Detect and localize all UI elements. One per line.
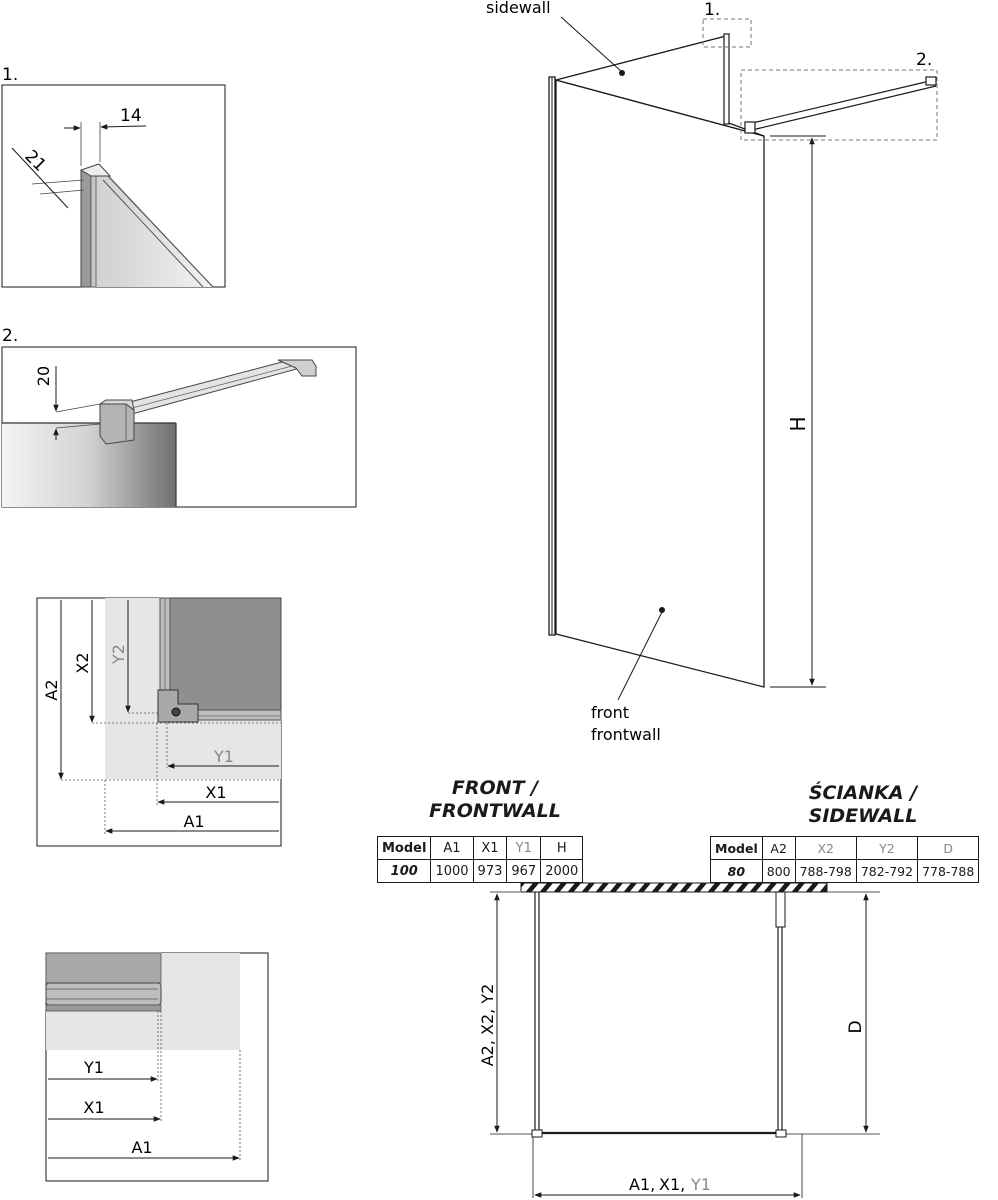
side-table-row: 80 800 788-798 782-792 778-788	[710, 859, 980, 883]
detail-1: 1. 14 21	[1, 65, 226, 288]
front-td-h: 2000	[540, 859, 584, 883]
side-title-line1: ŚCIANKA /	[808, 782, 918, 804]
front-th-model: Model	[376, 836, 432, 860]
side-td-a2: 800	[761, 859, 796, 883]
plan-width-x1: X1,	[659, 1175, 685, 1194]
callout-box-2	[740, 69, 938, 141]
side-table-header-row: Model A2 X2 Y2 D	[710, 836, 980, 860]
callout-1-label: 1.	[704, 0, 720, 20]
sidewall-label: sidewall	[486, 0, 551, 17]
side-table-title: ŚCIANKA / SIDEWALL	[768, 782, 958, 828]
side-td-d: 778-788	[917, 859, 980, 883]
frontwall-panel	[555, 79, 765, 688]
corner-a1: A1	[183, 812, 204, 831]
main-view: sidewall front frontwall 1. 2. H	[486, 0, 938, 744]
front-td-a1: 1000	[430, 859, 474, 883]
bottom-y1: Y1	[83, 1058, 104, 1077]
bottom-detail: Y1 X1 A1	[45, 952, 269, 1182]
front-table-title: FRONT / FRONTWALL	[400, 777, 590, 823]
front-td-y1: 967	[506, 859, 542, 883]
bottom-a1: A1	[131, 1138, 152, 1157]
front-th-a1: A1	[430, 836, 474, 860]
callout-2-label: 2.	[916, 50, 932, 70]
front-th-h: H	[540, 836, 584, 860]
plan-depth-label: D	[846, 1020, 866, 1033]
side-th-a2: A2	[761, 836, 796, 860]
plan-side-label: A2, X2, Y2	[478, 984, 497, 1067]
dim-20: 20	[34, 366, 53, 386]
front-th-y1: Y1	[506, 836, 542, 860]
detail-2: 2. 20	[1, 326, 357, 508]
side-title-line2: SIDEWALL	[808, 805, 918, 827]
detail-1-label: 1.	[2, 65, 18, 85]
corner-detail: A2 X2 Y2 Y1 X1 A1	[36, 597, 282, 847]
bottom-x1: X1	[83, 1098, 104, 1117]
side-th-x2: X2	[794, 836, 857, 860]
dim-14: 14	[120, 106, 142, 126]
side-td-model: 80	[710, 859, 763, 883]
front-label: front	[591, 703, 629, 722]
front-title-line1: FRONT /	[451, 777, 539, 799]
front-title-line2: FRONTWALL	[429, 800, 561, 822]
front-td-model: 100	[376, 859, 432, 883]
callout-box-1	[702, 18, 752, 48]
corner-x1: X1	[205, 783, 226, 802]
side-th-model: Model	[710, 836, 763, 860]
plan-width-a1: A1,	[629, 1175, 655, 1194]
height-label: H	[786, 416, 810, 431]
side-td-y2: 782-792	[855, 859, 919, 883]
corner-y2: Y2	[109, 644, 128, 665]
wall-hatch	[520, 882, 828, 893]
frontwall-label: frontwall	[591, 725, 661, 744]
front-table-header-row: Model A1 X1 Y1 H	[376, 836, 584, 860]
plan-view: A2, X2, Y2 D A1, X1, Y1	[478, 882, 880, 1198]
side-th-y2: Y2	[855, 836, 919, 860]
corner-a2: A2	[42, 679, 61, 700]
front-table-row: 100 1000 973 967 2000	[376, 859, 584, 883]
front-th-x1: X1	[472, 836, 508, 860]
plan-width-y1: Y1	[690, 1175, 711, 1194]
detail-2-label: 2.	[2, 326, 18, 346]
side-table: Model A2 X2 Y2 D 80 800 788-798 782-792 …	[710, 836, 980, 883]
front-table: Model A1 X1 Y1 H 100 1000 973 967 2000	[376, 836, 584, 883]
corner-x2: X2	[73, 652, 92, 673]
corner-y1: Y1	[213, 747, 234, 766]
side-th-d: D	[917, 836, 980, 860]
side-td-x2: 788-798	[794, 859, 857, 883]
stabilizer-bar	[747, 79, 935, 125]
front-td-x1: 973	[472, 859, 508, 883]
